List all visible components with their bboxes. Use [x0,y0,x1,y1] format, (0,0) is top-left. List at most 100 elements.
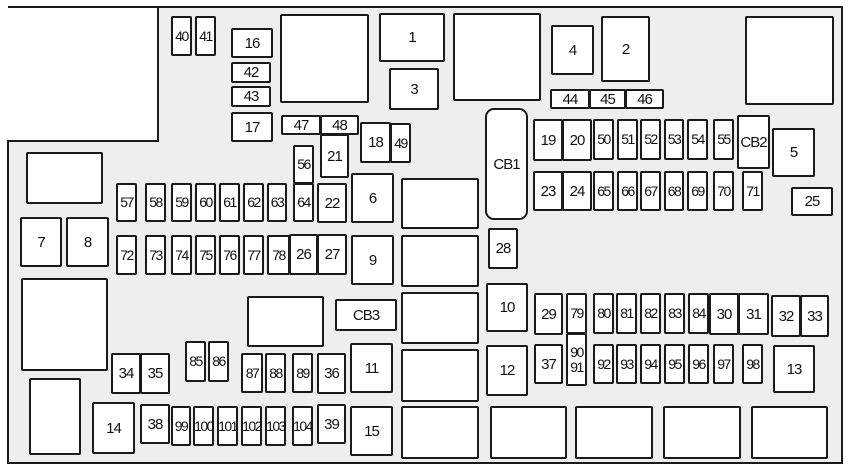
fuse-85[interactable]: 85 [185,341,206,382]
fuse-57[interactable]: 57 [116,183,137,222]
fuse-89[interactable]: 89 [292,353,313,393]
fuse-33[interactable]: 33 [800,295,829,337]
fuse-82[interactable]: 82 [640,293,661,334]
relay-slot[interactable] [280,14,369,103]
relay-slot[interactable] [29,378,81,455]
fuse-38[interactable]: 38 [140,404,170,444]
fuse-100[interactable]: 100 [193,406,214,446]
fuse-98[interactable]: 98 [742,344,763,384]
relay-slot[interactable] [401,235,479,287]
fuse-71[interactable]: 71 [742,171,763,211]
fuse-96[interactable]: 96 [688,344,709,384]
fuse-60[interactable]: 60 [195,183,216,222]
fuse-44[interactable]: 44 [550,89,590,109]
fuse-42[interactable]: 42 [231,62,271,83]
fuse-88[interactable]: 88 [265,353,286,393]
fuse-13[interactable]: 13 [773,345,815,393]
fuse-86[interactable]: 86 [208,341,229,382]
relay-slot[interactable] [575,406,653,459]
fuse-93[interactable]: 93 [616,344,637,384]
fuse-101[interactable]: 101 [217,406,238,446]
fuse-87[interactable]: 87 [241,353,263,393]
fuse-30[interactable]: 30 [709,293,739,335]
fuse-52[interactable]: 52 [640,119,661,160]
fuse-47[interactable]: 47 [281,115,321,135]
fuse-69[interactable]: 69 [687,171,708,211]
fuse-48[interactable]: 48 [320,115,359,135]
fuse-61[interactable]: 61 [219,183,240,222]
fuse-23[interactable]: 23 [533,171,563,211]
fuse-63[interactable]: 63 [267,183,287,222]
fuse-95[interactable]: 95 [664,344,685,384]
fuse-70[interactable]: 70 [713,171,734,211]
fuse-92[interactable]: 92 [593,344,614,384]
fuse-45[interactable]: 45 [589,89,626,109]
fuse-59[interactable]: 59 [171,183,192,222]
fuse-21[interactable]: 21 [320,134,349,178]
fuse-53[interactable]: 53 [664,119,684,160]
fuse-84[interactable]: 84 [688,293,709,334]
fuse-2[interactable]: 2 [601,16,650,82]
fuse-7[interactable]: 7 [20,217,62,267]
fuse-12[interactable]: 12 [486,345,528,396]
relay-slot[interactable] [401,349,479,402]
relay-slot[interactable] [745,16,834,105]
circuit-breaker-cb2[interactable]: CB2 [737,115,770,169]
fuse-17[interactable]: 17 [231,112,273,142]
fuse-41[interactable]: 41 [195,16,216,56]
fuse-74[interactable]: 74 [171,235,192,275]
fuse-83[interactable]: 83 [664,293,685,334]
fuse-97[interactable]: 97 [713,344,734,384]
fuse-72[interactable]: 72 [116,235,137,275]
fuse-64[interactable]: 64 [293,183,314,222]
fuse-22[interactable]: 22 [317,183,347,223]
fuse-46[interactable]: 46 [625,89,664,109]
relay-slot[interactable] [21,278,108,371]
fuse-6[interactable]: 6 [351,173,394,223]
fuse-32[interactable]: 32 [771,295,801,337]
fuse-56[interactable]: 56 [293,145,314,184]
fuse-9[interactable]: 9 [351,235,394,285]
relay-slot[interactable] [490,406,567,459]
fuse-28[interactable]: 28 [488,228,518,269]
fuse-8[interactable]: 8 [66,217,109,267]
relay-slot[interactable] [663,406,741,459]
fuse-29[interactable]: 29 [534,293,563,335]
fuse-51[interactable]: 51 [617,119,638,160]
fuse-5[interactable]: 5 [772,128,815,177]
fuse-78[interactable]: 78 [267,235,290,275]
fuse-15[interactable]: 15 [350,406,393,456]
relay-slot[interactable] [26,152,103,204]
relay-slot[interactable] [453,13,541,101]
circuit-breaker-cb1[interactable]: CB1 [485,108,528,220]
fuse-50[interactable]: 50 [593,119,614,160]
fuse-34[interactable]: 34 [111,353,141,394]
circuit-breaker-cb3[interactable]: CB3 [335,299,397,331]
fuse-25[interactable]: 25 [791,187,833,216]
fuse-39[interactable]: 39 [317,404,346,444]
fuse-27[interactable]: 27 [317,234,347,275]
fuse-14[interactable]: 14 [92,402,135,454]
fuse-31[interactable]: 31 [738,293,769,335]
relay-slot[interactable] [751,406,828,459]
fuse-73[interactable]: 73 [145,235,166,275]
fuse-11[interactable]: 11 [350,343,393,393]
fuse-24[interactable]: 24 [562,171,592,211]
fuse-55[interactable]: 55 [713,119,734,160]
fuse-20[interactable]: 20 [562,119,592,161]
fuse-79[interactable]: 79 [566,293,587,334]
fuse-81[interactable]: 81 [616,293,637,334]
fuse-65[interactable]: 65 [593,171,614,211]
fuse-103[interactable]: 103 [265,406,286,446]
fuse-19[interactable]: 19 [533,119,563,161]
fuse-35[interactable]: 35 [140,353,170,394]
fuse-3[interactable]: 3 [389,68,439,110]
fuse-37[interactable]: 37 [534,344,563,384]
fuse-10[interactable]: 10 [486,283,528,332]
fuse-102[interactable]: 102 [241,406,262,446]
fuse-43[interactable]: 43 [231,86,271,107]
fuse-40[interactable]: 40 [171,16,192,56]
fuse-80[interactable]: 80 [593,293,614,334]
fuse-75[interactable]: 75 [195,235,216,275]
fuse-99[interactable]: 99 [171,406,191,446]
